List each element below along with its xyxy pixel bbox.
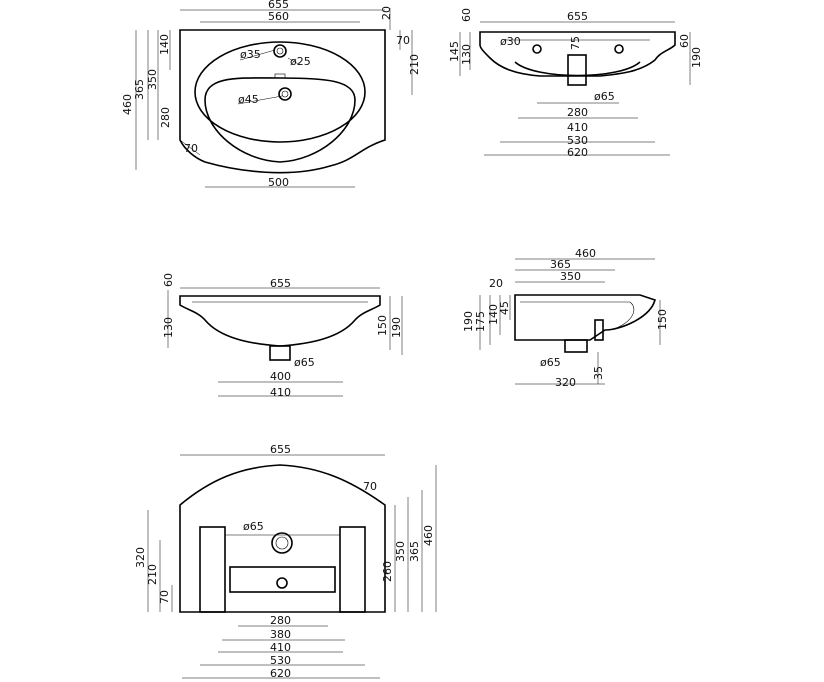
side-dim-35: 35 (592, 366, 605, 380)
front-dim-145: 145 (448, 41, 461, 62)
side-dim-460: 460 (575, 247, 596, 260)
top-dim-280: 280 (159, 107, 172, 128)
bottom-dim-530: 530 (270, 654, 291, 667)
bottom-dim-280: 280 (270, 614, 291, 627)
front-label-d65: ø65 (594, 90, 615, 103)
rear-view: 60 655 130 150 190 400 410 ø65 (162, 273, 403, 399)
rear-label-d65: ø65 (294, 356, 315, 369)
bottom-dim-210: 210 (146, 564, 159, 585)
front-view: 60 655 145 130 75 60 190 280 410 530 620… (448, 8, 703, 159)
front-dim-410: 410 (567, 121, 588, 134)
top-label-d45: ø45 (238, 93, 259, 106)
front-dim-530: 530 (567, 134, 588, 147)
bottom-dim-620: 620 (270, 667, 291, 680)
side-label-d65: ø65 (540, 356, 561, 369)
front-dim-280: 280 (567, 106, 588, 119)
bottom-view: 655 70 320 210 70 350 365 460 260 280 38… (134, 443, 437, 680)
bottom-dim-320: 320 (134, 547, 147, 568)
front-dim-75: 75 (569, 36, 582, 50)
side-dim-175: 175 (474, 311, 487, 332)
bottom-dim-350: 350 (394, 541, 407, 562)
side-dim-190: 190 (462, 311, 475, 332)
top-dim-210: 210 (408, 54, 421, 75)
bottom-dim-70-left: 70 (158, 590, 171, 604)
bottom-label-d65: ø65 (243, 520, 264, 533)
rear-dim-190: 190 (390, 317, 403, 338)
side-dim-140: 140 (487, 304, 500, 325)
front-label-d30: ø30 (500, 35, 521, 48)
front-dim-60-left: 60 (460, 8, 473, 22)
bottom-dim-70-top: 70 (363, 480, 377, 493)
side-dim-365: 365 (550, 258, 571, 271)
top-dim-655: 655 (268, 0, 289, 11)
rear-dim-410: 410 (270, 386, 291, 399)
top-dim-365: 365 (133, 79, 146, 100)
top-view: 655 560 20 70 210 140 365 350 460 280 70… (121, 0, 421, 189)
side-dim-150: 150 (656, 309, 669, 330)
rear-dim-655: 655 (270, 277, 291, 290)
side-dim-20: 20 (489, 277, 503, 290)
rear-dim-130: 130 (162, 317, 175, 338)
top-dim-350: 350 (146, 69, 159, 90)
side-dim-320: 320 (555, 376, 576, 389)
bottom-dim-365: 365 (408, 541, 421, 562)
front-dim-655: 655 (567, 10, 588, 23)
bottom-dim-655: 655 (270, 443, 291, 456)
bottom-dim-410: 410 (270, 641, 291, 654)
front-dim-190: 190 (690, 47, 703, 68)
rear-dim-400: 400 (270, 370, 291, 383)
side-view: 460 365 350 20 190 175 140 45 150 320 35… (462, 247, 669, 389)
top-dim-20: 20 (380, 6, 393, 20)
front-dim-60-right: 60 (678, 34, 691, 48)
bottom-dim-260: 260 (381, 561, 394, 582)
top-dim-500: 500 (268, 176, 289, 189)
bottom-dim-460: 460 (422, 525, 435, 546)
top-dim-70-right: 70 (396, 34, 410, 47)
top-dim-70-left: 70 (184, 142, 198, 155)
side-dim-350: 350 (560, 270, 581, 283)
top-label-d35: ø35 (240, 48, 261, 61)
front-dim-620: 620 (567, 146, 588, 159)
front-dim-130: 130 (460, 44, 473, 65)
rear-dim-150: 150 (376, 315, 389, 336)
side-dim-45: 45 (498, 301, 511, 315)
rear-dim-60: 60 (162, 273, 175, 287)
top-dim-140: 140 (158, 34, 171, 55)
top-dim-460: 460 (121, 94, 134, 115)
bottom-dim-380: 380 (270, 628, 291, 641)
top-dim-560: 560 (268, 10, 289, 23)
top-label-d25: ø25 (290, 55, 311, 68)
